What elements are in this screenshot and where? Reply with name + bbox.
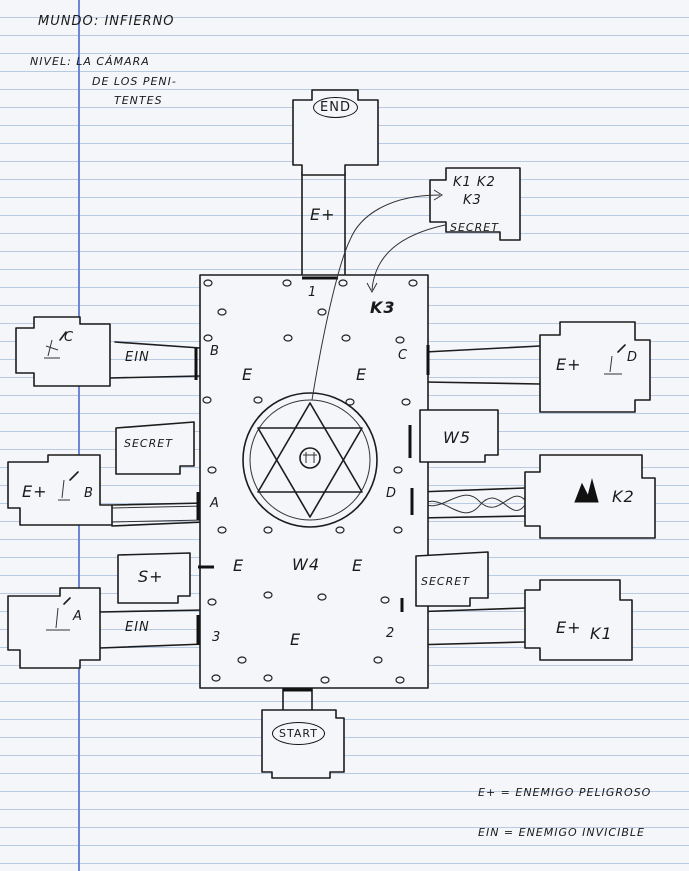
corridor-top [302,172,345,280]
door-number-3: 3 [212,630,221,645]
spikes-corridor [112,506,205,522]
left-room-b-letter: B [84,486,94,501]
k2-room-label: K2 [612,487,635,506]
level-label-line3: TENTES [114,94,163,107]
corridor-left-top [110,342,200,378]
keys-room-label-2: K3 [463,193,482,208]
corridor-left-top-label: EIN [125,350,150,365]
right-room-k1-label: K1 [590,624,613,643]
enemy-mid-left: E [233,556,244,575]
door-letter-a: A [210,496,220,511]
legend-line-1: E+ = ENEMIGO PELIGROSO [478,786,651,799]
right-bottom-room-label: E+ [556,618,582,637]
right-room-d-letter: D [627,350,638,365]
left-room-b-label: E+ [22,482,48,501]
world-label: MUNDO: INFIERNO [38,14,175,29]
keys-room-secret: SECRET [450,221,499,234]
enemy-mid-right: E [352,556,363,575]
left-room-a-letter: A [73,609,83,624]
end-label: END [313,97,358,118]
w4-label: W4 [292,555,320,574]
left-room-c-letter: C [64,330,74,345]
k3-marker: K3 [370,298,396,317]
secret-left-label: SECRET [124,437,173,450]
corridor-left-bottom [100,610,205,648]
enemy-bottom: E [290,630,301,649]
corridor-top-label: E+ [310,205,336,224]
w5-label: W5 [443,428,471,447]
right-top-room-label: E+ [556,355,582,374]
corridor-right-top [425,346,540,384]
corridor-left-bottom-label: EIN [125,620,150,635]
legend-line-2: EIN = ENEMIGO INVICIBLE [478,826,645,839]
enemy-top-right: E [356,365,367,384]
corridor-right-middle [418,488,525,518]
left-room-a [8,588,100,668]
level-label-line1: NIVEL: LA CÁMARA [30,55,150,68]
s-plus-label: S+ [138,567,164,586]
start-label: START [272,722,325,745]
door-letter-b: B [210,344,220,359]
left-room-c [16,317,110,386]
enemy-top-left: E [242,365,253,384]
keys-room-label-1: K1 K2 [453,175,496,190]
door-number-2: 2 [386,626,395,641]
level-label-line2: DE LOS PENI- [92,75,177,88]
secret-right-label: SECRET [421,575,470,588]
door-letter-c: C [398,348,408,363]
door-letter-d: D [386,486,397,501]
door-number-1: 1 [308,285,317,300]
